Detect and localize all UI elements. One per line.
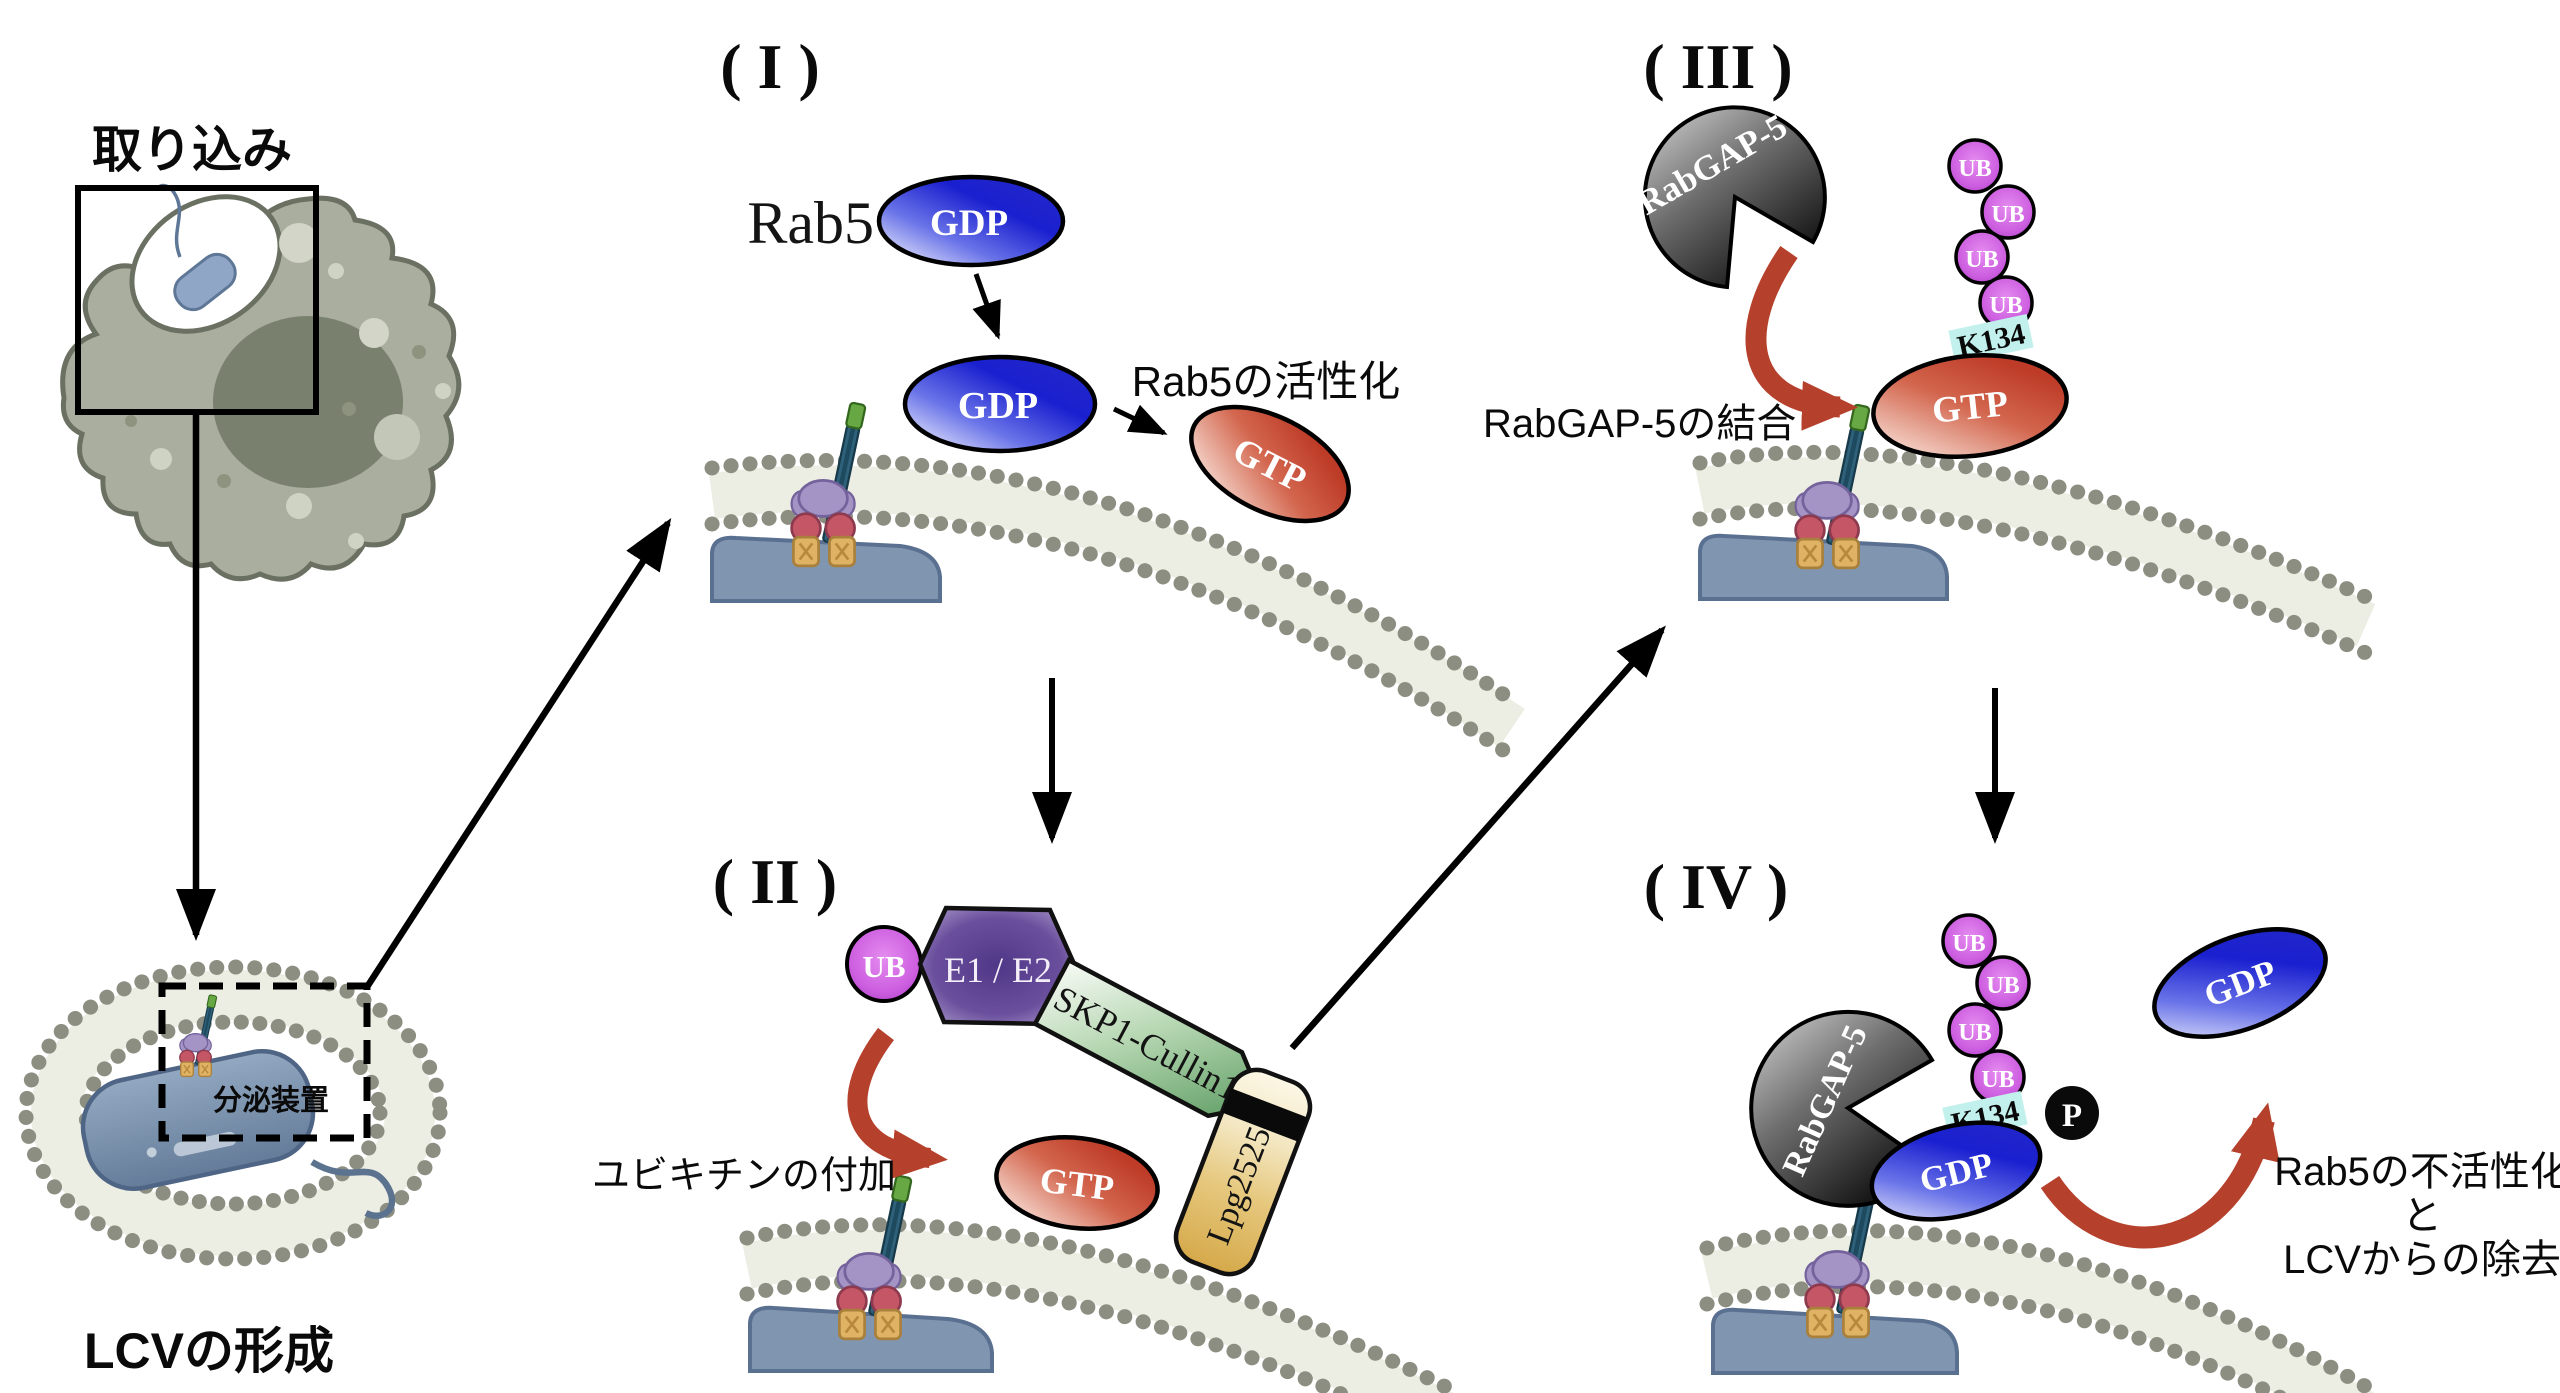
ub-badge: UB (845, 925, 923, 1003)
rabgap5-pacman: RabGAP-5 (1631, 105, 1827, 290)
membrane-icon (739, 1217, 1460, 1393)
flow-arrows (176, 415, 2015, 1051)
bacterium-surface-icon (1711, 1307, 1959, 1375)
cell-vesicles (125, 223, 451, 549)
gtp-label: GTP (1038, 1160, 1116, 1209)
activation-arrow (1112, 404, 1168, 436)
panel3-title: ( III ) (1643, 31, 1792, 102)
lcv-bacterium-flagellum (310, 1159, 396, 1219)
ub-label: UB (1989, 293, 2022, 319)
activation-label: Rab5の活性化 (1132, 358, 1400, 405)
ubiquitination-label: ユビキチンの付加 (592, 1155, 896, 1197)
e1-e2-label: E1 / E2 (944, 950, 1052, 990)
inactivation-line1: Rab5の不活性化 (2274, 1150, 2560, 1194)
inactivation-label: Rab5の不活性化 と LCVからの除去 (2274, 1150, 2560, 1282)
rab5-label: Rab5 (747, 190, 874, 256)
ub-label: UB (1991, 202, 2024, 228)
lcv-membrane-band (31, 970, 435, 1256)
membrane-icon (1699, 1223, 2380, 1393)
ub-label: UB (1952, 931, 1985, 957)
lpg2525-badge: Lpg2525 (1173, 1067, 1313, 1277)
panel-1: ( I ) Rab5 GDP GDP Rab5の活性化 GTP (704, 31, 1525, 764)
gdp-cytosol-label: GDP (930, 203, 1008, 244)
bacterium-surface-icon (710, 535, 942, 603)
panel2-to-panel3-arrow (1289, 625, 1666, 1051)
uptake-label: 取り込み (92, 122, 292, 178)
gdp-released-badge: GDP (2152, 927, 2328, 1039)
binding-label: RabGAP-5の結合 (1483, 402, 1796, 446)
membrane-icon (1692, 444, 2376, 661)
gtp-label: GTP (1930, 383, 2010, 432)
cell-nucleus (213, 316, 403, 488)
phosphate-label: P (2062, 1098, 2082, 1134)
inactivation-line2: と (2402, 1194, 2442, 1238)
panel4-title: ( IV ) (1644, 851, 1789, 922)
panel2-title: ( II ) (713, 846, 837, 917)
gdp-membrane-badge: GDP (1869, 1120, 2043, 1222)
inactivation-line3: LCVからの除去 (2283, 1238, 2560, 1282)
gdp-cytosol-badge: GDP (876, 174, 1066, 268)
gtp-badge: GTP (1871, 353, 2069, 459)
binding-red-arrow (1745, 246, 1858, 431)
ub-label: UB (1965, 247, 1998, 273)
gdp-membrane-badge: GDP (902, 354, 1098, 454)
panel-2: ( II ) UB E1 / E2 SKP1-Cullin1 Lpg2525 G… (592, 846, 1460, 1393)
ub-label: UB (1958, 1020, 1991, 1046)
panel1-title: ( I ) (720, 31, 820, 102)
ub-label: UB (1958, 156, 1991, 182)
lcv-membrane-outer-icon (18, 959, 448, 1267)
release-red-arrow (2040, 1102, 2280, 1249)
panel-4: ( IV ) RabGAP-5 UB UB UB UB K134 P GDP (1644, 851, 2560, 1393)
lcv-formation-label: LCVの形成 (84, 1323, 334, 1379)
panel-3: ( III ) RabGAP-5 UB UB UB UB K134 GTP Ra… (1483, 31, 2376, 661)
ub-chain: UB UB UB UB (1941, 913, 2031, 1105)
ub-chain: UB UB UB UB (1947, 138, 2036, 331)
lcv-illustration: 分泌装置 LCVの形成 (18, 959, 448, 1379)
host-cell-illustration: 取り込み (60, 122, 462, 582)
phosphate-badge: P (2045, 1086, 2099, 1140)
bacterium-surface-icon (748, 1305, 994, 1373)
lcv-to-panel1-arrow (364, 517, 672, 989)
uptake-zoom-box (75, 185, 319, 415)
ub-label: UB (862, 949, 905, 984)
secretion-apparatus-label: 分泌装置 (213, 1084, 329, 1117)
ub-label: UB (1986, 973, 2019, 999)
gtp-badge: GTP (1189, 404, 1351, 524)
gdp-recruitment-arrow (972, 273, 1001, 340)
gtp-badge: GTP (994, 1135, 1160, 1231)
gdp-membrane-label: GDP (958, 385, 1038, 427)
ub-label: UB (1981, 1067, 2014, 1093)
bacterium-surface-icon (1698, 533, 1949, 601)
secretion-zoom-box (158, 982, 371, 1142)
ubiquitination-red-arrow (847, 1027, 948, 1180)
